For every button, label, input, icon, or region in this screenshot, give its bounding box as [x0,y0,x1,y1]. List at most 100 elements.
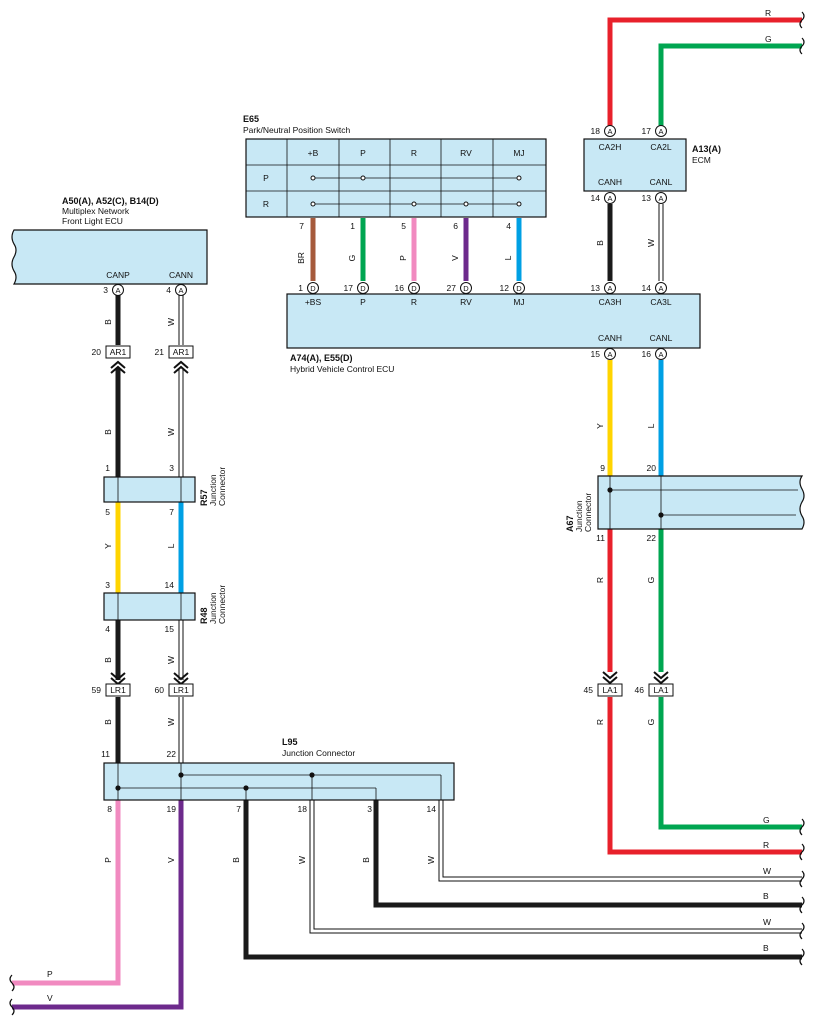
lr1-right-label: LR1 [173,685,189,695]
r57-name1: Junction [208,474,218,506]
l95-p-label: P [103,857,113,863]
a67-r-label: R [595,577,605,583]
a67-pin20: 20 [647,463,657,473]
hv-pin1: 1 [298,283,303,293]
e65-col-mj: MJ [513,148,524,158]
r48-pin3: 3 [105,580,110,590]
ecm-name: ECM [692,155,711,165]
l95-internal-links [115,763,442,800]
l95-pin11: 11 [101,749,110,759]
ecm-pin13-conn: A [658,194,663,203]
l95-pin8: 8 [107,804,112,814]
hv-pin27-circle [460,282,472,294]
ecm-pin17-circle [655,125,667,137]
l95-pin22: 22 [167,749,177,759]
la1-left-label: LA1 [602,685,617,695]
ecm-pin13-circle [655,192,667,204]
e65-col-p: P [360,148,366,158]
r57-pin3: 3 [169,463,174,473]
ecm-pin14: 14 [591,193,601,203]
a50-box [11,229,208,285]
ecm-term-ca2h: CA2H [599,142,622,152]
hv-pin12-circle [513,282,525,294]
e65-pin-1: 1 [350,221,355,231]
hv-pin15-circle [604,348,616,360]
ecm-term-canl: CANL [650,177,673,187]
hv-term-r: R [411,297,417,307]
wire-la1-r [607,697,802,855]
a50-pin4: 4 [166,285,171,295]
ecm-pin18-circle [604,125,616,137]
ecm-hv-b-label: B [595,240,605,246]
hv-pin16-circle [408,282,420,294]
hv-pin17: 17 [344,283,354,293]
hv-pin16b-conn: A [658,350,663,359]
a50-name1: Multiplex Network [62,206,130,216]
wire-l95-w18 [309,800,802,934]
a67-internal-links [607,476,798,529]
la1-left-connector: LA1 45 [584,671,623,697]
l95-w14-label: W [426,856,436,864]
hv-pin14: 14 [642,283,652,293]
ar1-left-connector: AR1 20 [92,345,131,374]
r57-box [103,476,196,503]
wire-l95-w14 [438,800,802,882]
ar1-b-label: B [103,429,113,435]
l95-pin19: 19 [167,804,177,814]
ar1-right-connector: AR1 21 [155,345,194,374]
e65-col-b: +B [308,148,319,158]
ecm-id: A13(A) [692,144,721,154]
hv-pin16b: 16 [642,349,652,359]
top-red-label: R [765,8,771,18]
e65-wire-l: L [503,255,513,260]
hv-pin12-conn: D [516,284,522,293]
hv-ecu-top-terms: +BS P R RV MJ CA3H CA3L [305,297,672,307]
a67-name2: Connector [583,493,593,532]
e65-pin-5: 5 [401,221,406,231]
e65-pin-4: 4 [506,221,511,231]
ecm-pin13: 13 [642,193,652,203]
hv-pin15: 15 [591,349,601,359]
r48-pin4: 4 [105,624,110,634]
left-v-label: V [47,993,53,1003]
e65-pin-6: 6 [453,221,458,231]
right-b1-label: B [763,891,769,901]
hv-term-canl: CANL [650,333,673,343]
hv-term-p: P [360,297,366,307]
ecm-hv-w-label: W [646,239,656,247]
e65-wire-v: V [450,255,460,261]
r48-w-label: W [166,656,176,664]
wire-l95-b7 [243,800,802,960]
r57-pin5: 5 [105,507,110,517]
lr1-left-connector: LR1 59 [92,672,131,697]
l95-v-label: V [166,857,176,863]
hv-pin17-conn: D [360,284,366,293]
right-w1-label: W [763,866,771,876]
hv-pin1-circle [307,282,319,294]
hv-pin15-conn: A [607,350,612,359]
ecm-pin18-conn: A [607,127,612,136]
wire-break-marks-right [799,11,805,966]
hv-pin27-conn: D [463,284,469,293]
r57-pin7: 7 [169,507,174,517]
wire-top-green [658,43,802,126]
hv-term-bs: +BS [305,297,322,307]
a67-pin22: 22 [647,533,657,543]
e65-name: Park/Neutral Position Switch [243,125,351,135]
hv-canh-y-label: Y [595,423,605,429]
hv-ecu-id: A74(A), E55(D) [290,353,353,363]
r48-box [103,592,196,621]
hv-pin13: 13 [591,283,601,293]
hv-term-mj: MJ [513,297,524,307]
top-green-label: G [765,34,772,44]
lr1-left-pin: 59 [92,685,102,695]
r48-name2: Connector [217,585,227,624]
a67-pin9: 9 [600,463,605,473]
wire-l95-p [12,800,121,986]
ecm-pin18: 18 [591,126,601,136]
l95-pin3: 3 [367,804,372,814]
canp-wire-label: B [103,319,113,325]
r48-pin14: 14 [165,580,175,590]
hv-term-rv: RV [460,297,472,307]
